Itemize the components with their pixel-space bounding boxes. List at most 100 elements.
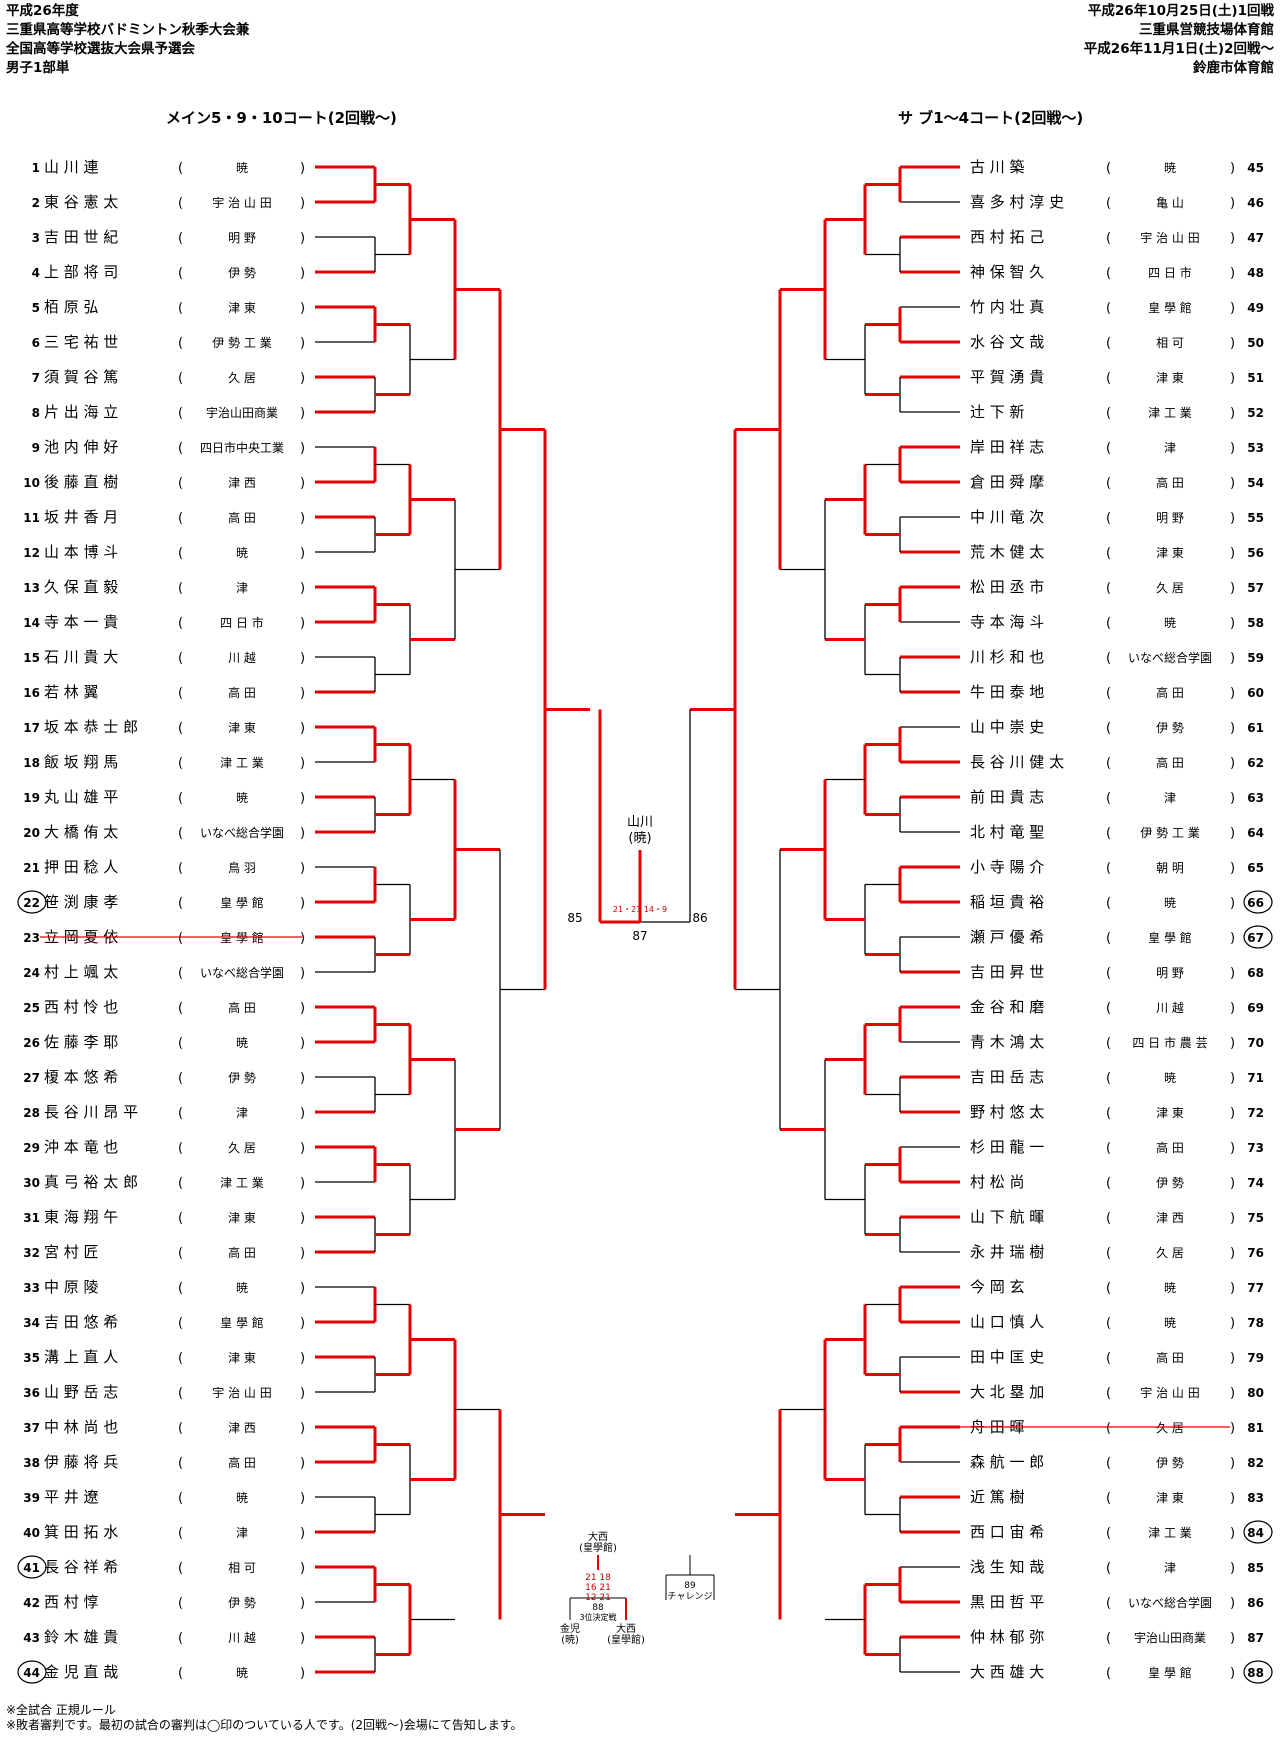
paren-close: ) (1230, 966, 1235, 981)
player-name: 西 口 宙 希 (970, 1523, 1044, 1541)
player-name: 中 原 陵 (44, 1278, 99, 1296)
player-number: 50 (1247, 336, 1264, 350)
paren-close: ) (1230, 861, 1235, 876)
paren-close: ) (300, 301, 305, 316)
player-number: 27 (23, 1071, 40, 1085)
player-number: 43 (23, 1631, 40, 1645)
paren-close: ) (300, 546, 305, 561)
player-number: 38 (23, 1456, 40, 1470)
paren-open: ( (178, 1631, 183, 1646)
player-number: 57 (1247, 581, 1264, 595)
paren-close: ) (300, 406, 305, 421)
player-name: 栢 原 弘 (44, 298, 99, 316)
player-school: 高 田 (1156, 475, 1184, 490)
player-name: 倉 田 舜 摩 (970, 473, 1044, 491)
player-school: 明 野 (1156, 966, 1184, 980)
player-name: 沖 本 竜 也 (44, 1138, 118, 1156)
paren-open: ( (178, 1596, 183, 1611)
player-school: 暁 (1164, 161, 1176, 175)
paren-open: ( (178, 1281, 183, 1296)
player-number: 75 (1247, 1211, 1264, 1225)
player-name: 村 松 尚 (970, 1173, 1025, 1191)
paren-open: ( (178, 511, 183, 526)
footer-note-rules: ※全試合 正規ルール (6, 1703, 116, 1717)
player-number: 62 (1247, 756, 1264, 770)
player-name: 笹 渕 康 孝 (44, 893, 118, 911)
player-name: 久 保 直 毅 (44, 578, 118, 596)
player-number: 7 (32, 371, 40, 385)
paren-open: ( (1106, 161, 1111, 176)
player-school: 暁 (236, 1491, 248, 1505)
player-school: 明 野 (228, 231, 256, 245)
player-name: 中 川 竜 次 (970, 508, 1044, 526)
player-school: 朝 明 (1156, 861, 1184, 875)
paren-close: ) (300, 1666, 305, 1681)
player-name: 北 村 竜 聖 (970, 823, 1044, 841)
paren-close: ) (300, 1211, 305, 1226)
paren-close: ) (300, 1316, 305, 1331)
header-tournament: 三重県高等学校バドミントン秋季大会兼 (6, 22, 250, 38)
player-school: 津 東 (228, 1211, 256, 1225)
paren-close: ) (300, 1631, 305, 1646)
paren-open: ( (1106, 1176, 1111, 1191)
paren-open: ( (178, 1176, 183, 1191)
paren-open: ( (178, 896, 183, 911)
player-school: 高 田 (228, 685, 256, 700)
paren-open: ( (1106, 1001, 1111, 1016)
player-number: 37 (23, 1421, 40, 1435)
player-school: 宇 治 山 田 (1140, 1386, 1199, 1400)
paren-open: ( (1106, 1071, 1111, 1086)
player-school: 高 田 (228, 510, 256, 525)
player-number: 42 (23, 1596, 40, 1610)
player-school: 伊 勢 工 業 (212, 335, 271, 350)
paren-close: ) (300, 441, 305, 456)
paren-open: ( (178, 1421, 183, 1436)
header-qualifier: 全国高等学校選抜大会県予選会 (6, 41, 195, 57)
paren-close: ) (300, 476, 305, 491)
player-school: 津 西 (228, 476, 256, 490)
paren-open: ( (178, 651, 183, 666)
player-number: 40 (23, 1526, 40, 1540)
player-name: 坂 本 恭 士 郎 (44, 718, 138, 736)
paren-open: ( (1106, 266, 1111, 281)
paren-close: ) (300, 1001, 305, 1016)
player-school: 伊 勢 (228, 265, 256, 280)
third-place-title: 3位決定戦 (579, 1612, 616, 1622)
player-number: 68 (1247, 966, 1264, 980)
player-school: 皇 學 館 (1148, 1665, 1192, 1680)
player-school: 津 東 (228, 1351, 256, 1365)
paren-close: ) (300, 1596, 305, 1611)
player-number: 52 (1247, 406, 1264, 420)
final-number: 87 (632, 929, 647, 943)
player-name: 寺 本 一 貴 (44, 613, 118, 631)
paren-open: ( (178, 1211, 183, 1226)
player-number: 6 (32, 336, 40, 350)
player-number: 80 (1247, 1386, 1264, 1400)
champion-name: 山川 (627, 815, 653, 830)
paren-open: ( (1106, 931, 1111, 946)
paren-open: ( (178, 826, 183, 841)
paren-open: ( (1106, 476, 1111, 491)
paren-close: ) (1230, 1071, 1235, 1086)
player-number: 5 (32, 301, 40, 315)
player-school: 久 居 (1156, 581, 1184, 595)
player-number: 86 (1247, 1596, 1264, 1610)
player-school: 高 田 (228, 1000, 256, 1015)
player-number: 51 (1247, 371, 1264, 385)
player-number: 10 (23, 476, 40, 490)
paren-close: ) (1230, 1246, 1235, 1261)
player-number: 46 (1247, 196, 1264, 210)
player-number: 45 (1247, 161, 1264, 175)
player-school: 川 越 (228, 651, 256, 665)
paren-open: ( (1106, 1106, 1111, 1121)
paren-close: ) (300, 581, 305, 596)
paren-close: ) (1230, 406, 1235, 421)
paren-close: ) (1230, 896, 1235, 911)
paren-open: ( (178, 1561, 183, 1576)
third-place-player2: 大西 (616, 1622, 636, 1635)
player-name: 金 谷 和 磨 (970, 998, 1044, 1016)
player-school: いなべ総合学園 (1128, 1595, 1212, 1610)
player-name: 岸 田 祥 志 (970, 438, 1044, 456)
paren-open: ( (1106, 616, 1111, 631)
player-school: 暁 (1164, 616, 1176, 630)
